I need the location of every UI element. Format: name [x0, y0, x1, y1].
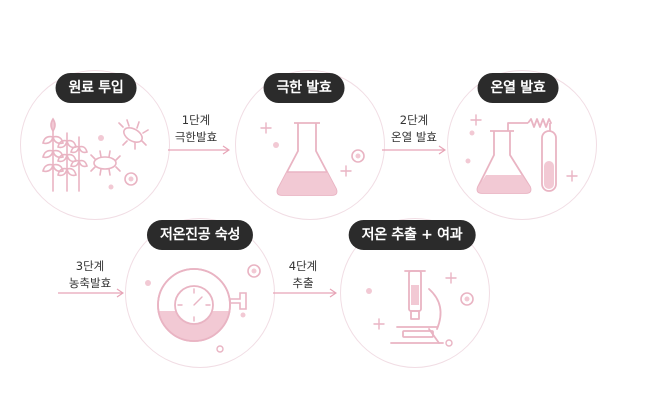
step-number: 4단계 [288, 259, 318, 273]
step-label-3: 3단계 농축발효 [69, 258, 111, 292]
microscope-icon [366, 270, 474, 347]
step-name: 온열 발효 [391, 130, 437, 144]
arrow-right-icon [273, 288, 337, 298]
flask-tube-icon [465, 114, 578, 194]
stage-title-raw-input: 원료 투입 [55, 73, 137, 103]
arrow-right-icon [58, 288, 124, 298]
step-label-1: 1단계 극한발효 [175, 112, 217, 146]
arrow-right-icon [382, 145, 446, 155]
vacuum-tank-gauge-icon [145, 264, 261, 353]
step-label-4: 4단계 추출 [289, 258, 317, 292]
step-number: 3단계 [75, 259, 105, 273]
stage-title-extreme-fermentation: 극한 발효 [263, 73, 345, 103]
erlenmeyer-flask-icon [260, 122, 365, 196]
stage-title-heat-fermentation: 온열 발효 [477, 73, 559, 103]
step-name: 극한발효 [174, 130, 218, 144]
step-number: 2단계 [399, 113, 429, 127]
step-label-2: 2단계 온열 발효 [391, 112, 437, 146]
step-name: 농축발효 [68, 276, 112, 290]
arrow-right-icon [168, 145, 230, 155]
step-number: 1단계 [181, 113, 211, 127]
stage-title-vacuum-aging: 저온진공 숙성 [146, 220, 254, 250]
stage-title-cold-extraction: 저온 추출 + 여과 [348, 220, 476, 250]
grain-bacteria-icon [42, 117, 149, 192]
step-name: 추출 [292, 276, 314, 290]
